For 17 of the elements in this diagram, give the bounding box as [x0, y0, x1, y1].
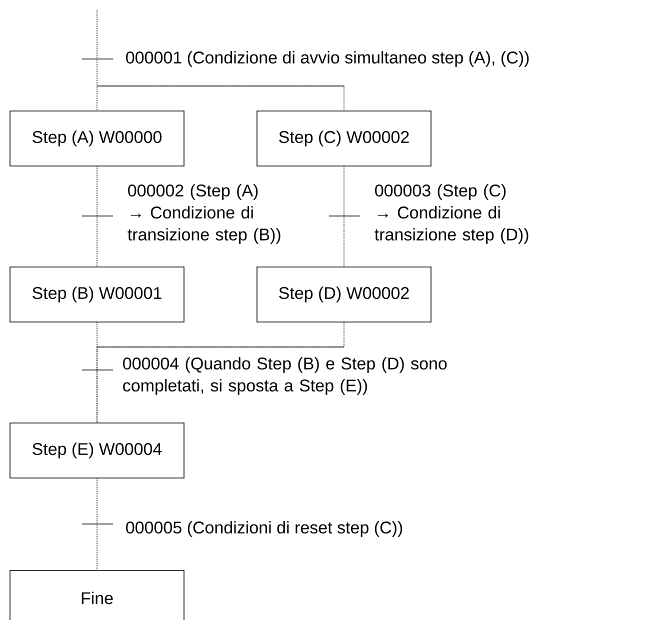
transition-label: 000002 (Step (A) → Condizione di transizione step (B)) [128, 184, 280, 244]
connector-line [96, 10, 98, 111]
transition-label: 000001 (Condizione di avvio simultaneo step (A), (C)) [126, 51, 529, 67]
connector-line [96, 478, 98, 570]
step-box: Step (B) W00001 [10, 266, 184, 322]
step-box: Fine [10, 570, 184, 620]
transition-label: 000005 (Condizioni di reset step (C)) [126, 521, 402, 537]
transition-label: 000003 (Step (C) → Condizione di transizione step (D)) [374, 184, 528, 244]
connector-line [96, 166, 98, 267]
connector-line [96, 322, 98, 423]
connector-line [96, 322, 344, 423]
step-box: Step (C) W00002 [256, 110, 432, 166]
step-box: Step (D) W00002 [256, 266, 432, 322]
step-box: Step (A) W00000 [10, 110, 184, 166]
step-box: Step (E) W00004 [10, 422, 184, 478]
connector-line [96, 86, 344, 111]
transition-label: 000004 (Quando Step (B) e Step (D) sono completati, si sposta a Step (E)) [123, 357, 447, 395]
